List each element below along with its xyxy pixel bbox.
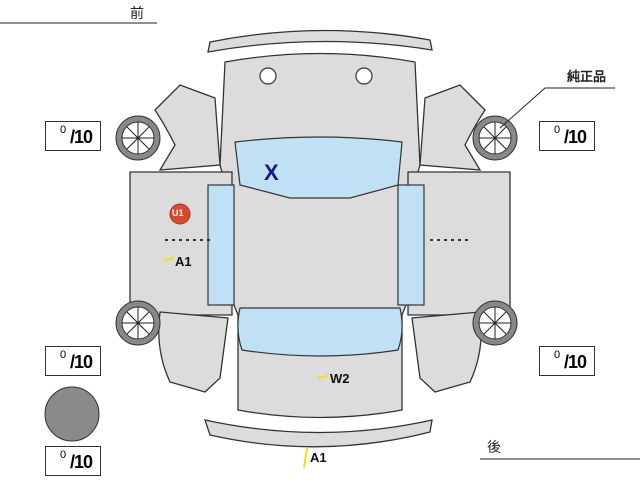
tire-tread-spare: 0/10 (45, 446, 101, 476)
tread-max: /10 (70, 127, 93, 147)
right-windows (397, 184, 425, 306)
tread-value: 0 (60, 449, 67, 461)
tread-max: /10 (564, 352, 587, 372)
tire-tread-rear-left: 0/10 (45, 346, 101, 376)
spare-tire (44, 386, 100, 442)
wheels (115, 115, 518, 346)
tread-value: 0 (60, 124, 67, 136)
front-left-wheel (115, 115, 161, 161)
tire-tread-rear-right: 0/10 (539, 346, 595, 376)
u1-mark: U1 (172, 208, 184, 218)
tread-value: 0 (554, 124, 561, 136)
rear-left-wheel (115, 300, 161, 346)
tread-max: /10 (564, 127, 587, 147)
tread-value: 0 (554, 349, 561, 361)
tread-max: /10 (70, 452, 93, 472)
tread-max: /10 (70, 352, 93, 372)
front-label: 前 (130, 6, 144, 22)
left-front-fender (154, 84, 221, 171)
rear-window (237, 307, 403, 357)
tire-tread-front-left: 0/10 (45, 121, 101, 151)
right-rear-fender (411, 311, 482, 393)
trunk-mark-w2: W2 (330, 371, 350, 386)
tread-value: 0 (60, 349, 67, 361)
left-windows (207, 184, 235, 306)
tire-tread-front-right: 0/10 (539, 121, 595, 151)
door-mark-a1: A1 (175, 254, 192, 269)
rear-right-wheel (472, 300, 518, 346)
rear-bumper (204, 419, 433, 448)
genuine-label: 純正品 (567, 70, 607, 85)
front-bumper (207, 29, 433, 53)
rear-bumper-mark-a1: A1 (310, 450, 327, 465)
left-headlight (259, 67, 277, 85)
body (219, 52, 421, 419)
genuine-leader-line (499, 87, 615, 129)
left-doors (129, 171, 233, 316)
left-rear-fender (158, 311, 229, 393)
rear-label: 後 (487, 440, 501, 456)
u1-marker (169, 203, 191, 225)
front-right-wheel (472, 115, 518, 161)
windshield-mark: X (264, 160, 279, 185)
windshield (234, 136, 403, 199)
right-headlight (355, 67, 373, 85)
right-front-fender (419, 84, 486, 171)
